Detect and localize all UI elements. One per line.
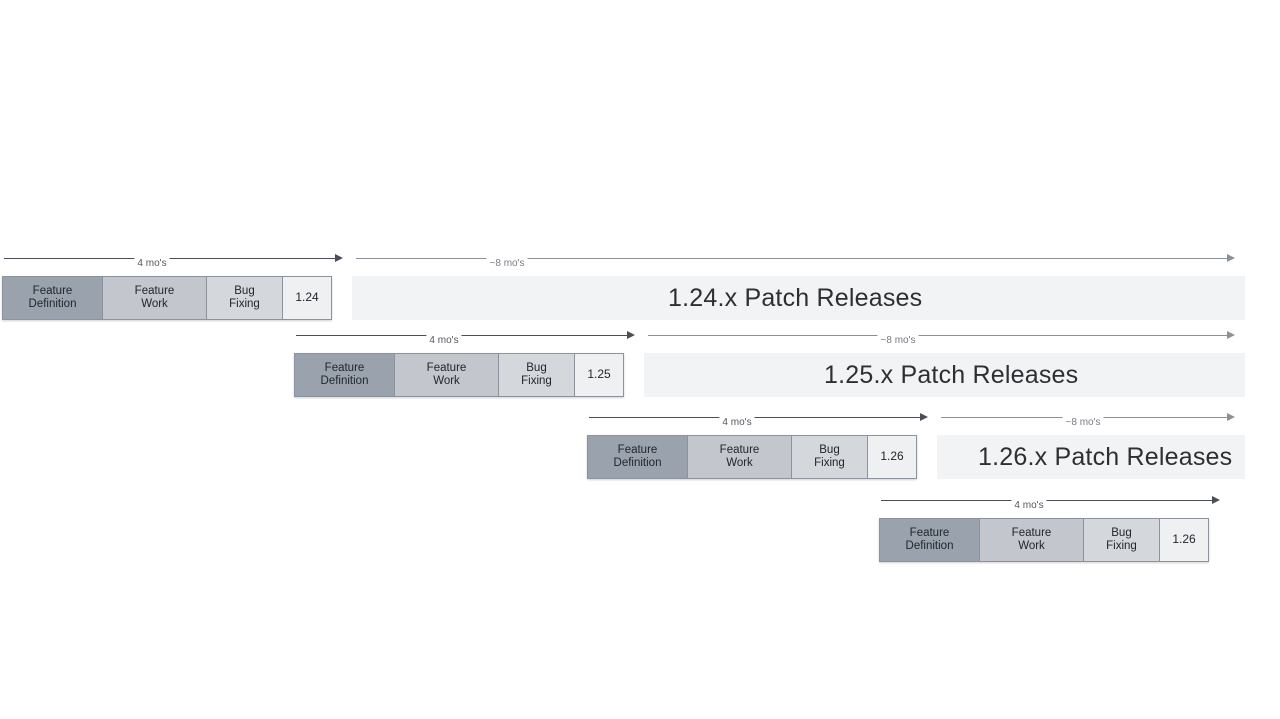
patch-duration-arrow-label: ~8 mo's [1062,417,1104,429]
patch-duration-arrow-line [648,335,1227,336]
patch-duration-arrow-label: ~8 mo's [877,335,919,347]
patch-release-label: 1.26.x Patch Releases [978,443,1233,471]
phase-box-version[interactable]: 1.26 [1159,518,1209,562]
development-duration-arrow-label: 4 mo's [426,335,462,347]
patch-release-band [644,353,1245,397]
phase-label-line1: Feature [134,284,175,297]
phase-label-line2: Work [141,298,168,310]
phase-label-line2: Definition [905,540,954,552]
phase-label-line2: Fixing [814,457,845,469]
phase-label-line1: Feature [32,284,73,297]
phase-label-line1: Feature [617,443,658,456]
phase-label-line1: Bug [819,443,840,456]
phase-label-line1: Bug [526,361,547,374]
phase-label-line2: Fixing [1106,540,1137,552]
phase-box-version[interactable]: 1.24 [282,276,332,320]
phase-label-line1: 1.26 [1172,532,1196,547]
phase-box-version[interactable]: 1.25 [574,353,624,397]
development-duration-arrow: 4 mo's [881,494,1221,512]
phase-label-line2: Definition [613,457,662,469]
phase-label-line1: Feature [909,526,950,539]
phase-label-line1: Feature [1011,526,1052,539]
development-duration-arrow: 4 mo's [296,329,636,347]
phase-label-line1: Feature [719,443,760,456]
phase-label-line2: Definition [28,298,77,310]
phase-label-line2: Work [433,375,460,387]
phase-label-line1: 1.24 [295,290,319,305]
patch-release-band [352,276,1245,320]
phase-label-line2: Work [1018,540,1045,552]
development-duration-arrow-head-icon [335,254,343,262]
development-duration-arrow-label: 4 mo's [719,417,755,429]
phase-label-line2: Fixing [521,375,552,387]
phase-label-line2: Fixing [229,298,260,310]
phase-label-line1: Feature [324,361,365,374]
patch-release-band [937,435,1245,479]
development-duration-arrow-head-icon [1212,496,1220,504]
patch-duration-arrow-label: ~8 mo's [486,258,528,270]
phase-label-line1: 1.26 [880,449,904,464]
patch-duration-arrow: ~8 mo's [941,411,1236,429]
patch-duration-arrow-head-icon [1227,331,1235,339]
development-duration-arrow: 4 mo's [589,411,929,429]
phase-label-line2: Definition [320,375,369,387]
patch-duration-arrow-line [356,258,1227,259]
phase-label-line1: Feature [426,361,467,374]
patch-duration-arrow-head-icon [1227,254,1235,262]
phase-label-line1: Bug [234,284,255,297]
development-duration-arrow-label: 4 mo's [1011,500,1047,512]
phase-label-line1: 1.25 [587,367,611,382]
development-duration-arrow: 4 mo's [4,252,344,270]
patch-duration-arrow-head-icon [1227,413,1235,421]
phase-label-line1: Bug [1111,526,1132,539]
patch-release-label: 1.24.x Patch Releases [668,284,923,312]
patch-duration-arrow: ~8 mo's [356,252,1236,270]
patch-duration-arrow: ~8 mo's [648,329,1236,347]
development-duration-arrow-head-icon [627,331,635,339]
development-duration-arrow-label: 4 mo's [134,258,170,270]
phase-box-version[interactable]: 1.26 [867,435,917,479]
patch-release-label: 1.25.x Patch Releases [824,361,1079,389]
phase-label-line2: Work [726,457,753,469]
development-duration-arrow-head-icon [920,413,928,421]
